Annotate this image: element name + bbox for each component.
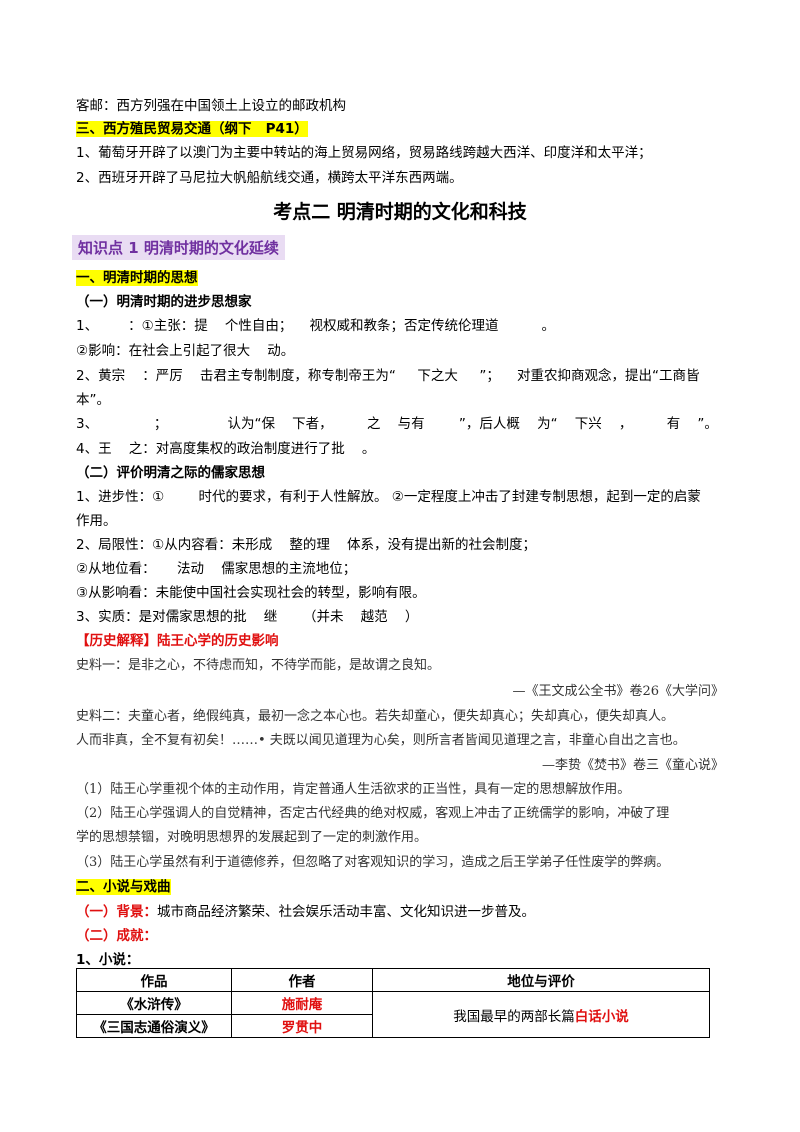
- novel-label: 1、小说：: [76, 952, 140, 968]
- eval-line-6: 3、实质：是对儒家思想的批 继 （并未 越范 ）: [76, 609, 419, 625]
- point-1: （1）陆王心学重视个体的主动作用，肯定普通人生活欲求的正当性，具有一定的思想解放…: [76, 782, 631, 797]
- section3-heading-text: 三、西方殖民贸易交通（纲下 P41）: [76, 121, 308, 137]
- evaluation-highlight: 白话小说: [574, 1008, 629, 1025]
- eval-line-4: ②从地位看： 法动 儒家思想的主流地位；: [76, 561, 357, 577]
- evaluation-cell: 我国最早的两部长篇白话小说: [372, 991, 710, 1038]
- evaluation-text: 我国最早的两部长篇: [453, 1008, 575, 1025]
- knowledge-point-1: 知识点 1 明清时期的文化延续: [72, 235, 285, 260]
- header-work: 作品: [76, 968, 232, 992]
- history-explain-heading: 【历史解释】陆王心学的历史影响: [76, 633, 279, 649]
- thinker-line-4: 本”。: [76, 392, 110, 408]
- evaluation-subheading: （二）评价明清之际的儒家思想: [76, 465, 265, 481]
- header-author: 作者: [231, 968, 373, 992]
- work-cell: 《三国志通俗演义》: [76, 1014, 232, 1038]
- background-label: （一）背景：: [76, 904, 157, 920]
- source-1: 史料一：是非之心，不待虑而知，不待学而能，是故谓之良知。: [76, 658, 441, 673]
- line-post: 客邮：西方列强在中国领土上设立的邮政机构: [76, 98, 346, 114]
- eval-line-5: ③从影响看：未能使中国社会实现社会的转型，影响有限。: [76, 585, 426, 601]
- eval-line-2: 作用。: [76, 513, 117, 529]
- eval-line-3: 2、局限性：①从内容看：未形成 整的理 体系，没有提出新的社会制度；: [76, 537, 537, 553]
- point-3: （3）陆王心学虽然有利于道德修养，但忽略了对客观知识的学习，造成之后王学弟子任性…: [76, 855, 670, 870]
- header-evaluation: 地位与评价: [372, 968, 710, 992]
- table-row: 《水浒传》 施耐庵 我国最早的两部长篇白话小说: [76, 991, 710, 1038]
- thought-heading-text: 一、明清时期的思想: [76, 270, 198, 286]
- thought-heading: 一、明清时期的思想: [76, 268, 198, 288]
- source-2-citation: —李贽《焚书》卷三《童心说》: [541, 758, 724, 773]
- table-header-row: 作品 作者 地位与评价: [76, 968, 710, 992]
- source-1-citation: —《王文成公全书》卷26《大学问》: [512, 684, 724, 699]
- author-cell: 罗贯中: [231, 1014, 373, 1038]
- section3-heading: 三、西方殖民贸易交通（纲下 P41）: [76, 119, 308, 139]
- background-line: （一）背景：城市商品经济繁荣、社会娱乐活动丰富、文化知识进一步普及。: [76, 902, 535, 922]
- novel-table: 作品 作者 地位与评价 《水浒传》 施耐庵 我国最早的两部长篇白话小说 《三国志…: [76, 968, 710, 1038]
- spain-item: 2、西班牙开辟了马尼拉大帆船航线交通，横跨太平洋东西两端。: [76, 170, 463, 186]
- thinkers-subheading: （一）明清时期的进步思想家: [76, 294, 252, 310]
- achievement-label: （二）成就：: [76, 928, 157, 944]
- author-cell: 施耐庵: [231, 991, 373, 1015]
- portugal-item: 1、葡萄牙开辟了以澳门为主要中转站的海上贸易网络，贸易路线跨越大西洋、印度洋和太…: [76, 145, 652, 161]
- page-title: 考点二 明清时期的文化和科技: [273, 201, 527, 223]
- work-cell: 《水浒传》: [76, 991, 232, 1015]
- source-2b: 人而非真，全不复有初矣！……• 夫既以闻见道理为心矣，则所言者皆闻见道理之言，非…: [76, 733, 686, 748]
- point-2a: （2）陆王心学强调人的自觉精神，否定古代经典的绝对权威，客观上冲击了正统儒学的影…: [76, 806, 670, 821]
- eval-line-1: 1、进步性：① 时代的要求，有利于人性解放。 ②一定程度上冲击了封建专制思想，起…: [76, 489, 701, 505]
- point-2b: 学的思想禁锢，对晚明思想界的发展起到了一定的刺激作用。: [76, 830, 428, 845]
- novel-drama-heading: 二、小说与戏曲: [76, 877, 171, 897]
- source-2a: 史料二：夫童心者，绝假纯真，最初一念之本心也。若失却童心，便失却真心；失却真心，…: [76, 709, 675, 724]
- thinker-line-1: 1、 ：①主张：提 个性自由； 视权威和教条；否定传统伦理道 。: [76, 318, 555, 334]
- background-text: 城市商品经济繁荣、社会娱乐活动丰富、文化知识进一步普及。: [157, 904, 535, 920]
- thinker-line-3: 2、黄宗 ：严厉 击君主专制制度，称专制帝王为“ 下之大 ”； 对重农抑商观念，…: [76, 368, 700, 384]
- novel-drama-heading-text: 二、小说与戏曲: [76, 879, 171, 895]
- thinker-line-2: ②影响：在社会上引起了很大 动。: [76, 343, 295, 359]
- thinker-line-5: 3、 ； 认为“保 下者， 之 与有 ”，后人概 为“ 下兴 ， 有 ”。: [76, 416, 718, 432]
- thinker-line-6: 4、王 之：对高度集权的政治制度进行了批 。: [76, 441, 376, 457]
- table-row: 《三国志通俗演义》 罗贯中: [76, 1014, 710, 1038]
